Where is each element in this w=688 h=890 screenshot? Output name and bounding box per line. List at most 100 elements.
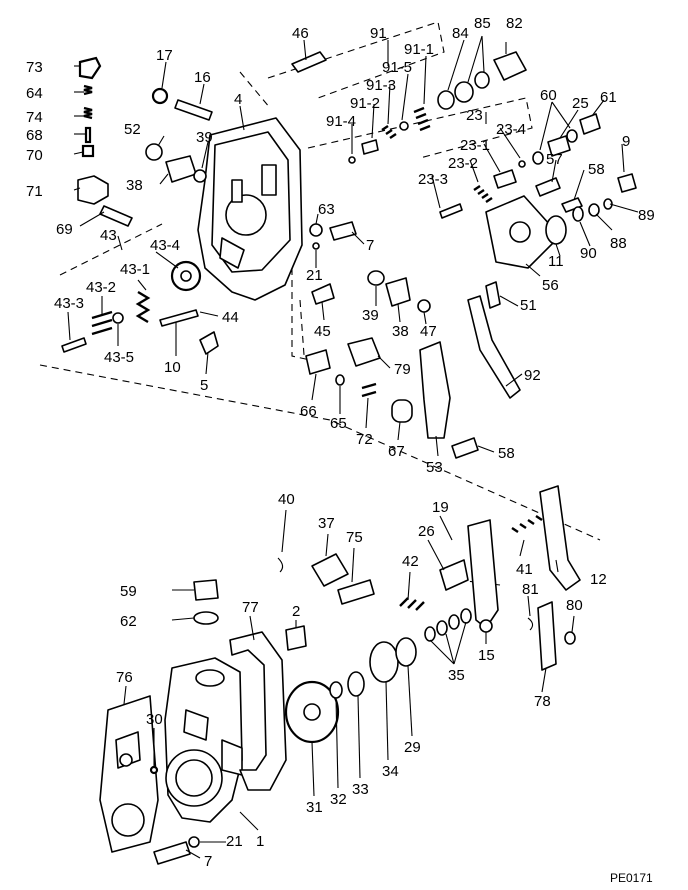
label-89: 89 xyxy=(638,207,655,224)
label-25: 25 xyxy=(572,95,589,112)
drawing-code: PE0171 xyxy=(610,871,653,885)
gasket-76 xyxy=(99,695,159,853)
label-41: 41 xyxy=(516,561,533,578)
label-90: 90 xyxy=(580,245,597,262)
label-52: 52 xyxy=(124,121,141,138)
label-39a: 39 xyxy=(196,129,213,146)
label-26: 26 xyxy=(418,523,435,540)
label-65: 65 xyxy=(330,415,347,432)
label-46: 46 xyxy=(292,25,309,42)
label-92: 92 xyxy=(524,367,541,384)
label-29: 29 xyxy=(404,739,421,756)
label-70: 70 xyxy=(26,147,43,164)
part-labels: 73 64 74 68 70 71 69 17 16 4 52 39 38 46… xyxy=(26,15,655,885)
label-30: 30 xyxy=(146,711,163,728)
label-23-2: 23-2 xyxy=(448,155,478,172)
label-58a: 58 xyxy=(588,161,605,178)
label-33: 33 xyxy=(352,781,369,798)
label-32: 32 xyxy=(330,791,347,808)
label-85: 85 xyxy=(474,15,491,32)
label-91-3: 91-3 xyxy=(366,77,396,94)
gasket-77 xyxy=(229,631,287,791)
label-15: 15 xyxy=(478,647,495,664)
label-91: 91 xyxy=(370,25,387,42)
label-43-5: 43-5 xyxy=(104,349,134,366)
label-35: 35 xyxy=(448,667,465,684)
label-2: 2 xyxy=(292,603,300,620)
label-59: 59 xyxy=(120,583,137,600)
label-91-2: 91-2 xyxy=(350,95,380,112)
label-12: 12 xyxy=(590,571,607,588)
label-60: 60 xyxy=(540,87,557,104)
label-23: 23 xyxy=(466,107,483,124)
label-9: 9 xyxy=(622,133,630,150)
label-56: 56 xyxy=(542,277,559,294)
label-5: 5 xyxy=(200,377,208,394)
label-17: 17 xyxy=(156,47,173,64)
label-38a: 38 xyxy=(126,177,143,194)
label-4: 4 xyxy=(234,91,242,108)
label-51: 51 xyxy=(520,297,537,314)
label-78: 78 xyxy=(534,693,551,710)
label-7b: 7 xyxy=(204,853,212,870)
label-79: 79 xyxy=(394,361,411,378)
label-23-1: 23-1 xyxy=(460,137,490,154)
label-19: 19 xyxy=(432,499,449,516)
label-84: 84 xyxy=(452,25,469,42)
label-45: 45 xyxy=(314,323,331,340)
label-77: 77 xyxy=(242,599,259,616)
label-71: 71 xyxy=(26,183,43,200)
label-39b: 39 xyxy=(362,307,379,324)
label-74: 74 xyxy=(26,109,43,126)
label-43-1: 43-1 xyxy=(120,261,150,278)
label-91-1: 91-1 xyxy=(404,41,434,58)
label-23-3: 23-3 xyxy=(418,171,448,188)
label-58b: 58 xyxy=(498,445,515,462)
label-43-4: 43-4 xyxy=(150,237,180,254)
label-42: 42 xyxy=(402,553,419,570)
label-16: 16 xyxy=(194,69,211,86)
label-68: 68 xyxy=(26,127,43,144)
label-43-2: 43-2 xyxy=(86,279,116,296)
label-21a: 21 xyxy=(306,267,323,284)
label-47: 47 xyxy=(420,323,437,340)
leader-lines xyxy=(67,35,639,859)
label-34: 34 xyxy=(382,763,399,780)
label-75: 75 xyxy=(346,529,363,546)
label-37: 37 xyxy=(318,515,335,532)
label-43-3: 43-3 xyxy=(54,295,84,312)
label-38b: 38 xyxy=(392,323,409,340)
label-76: 76 xyxy=(116,669,133,686)
label-7a: 7 xyxy=(366,237,374,254)
label-1: 1 xyxy=(256,833,264,850)
label-73: 73 xyxy=(26,59,43,76)
label-10: 10 xyxy=(164,359,181,376)
label-62: 62 xyxy=(120,613,137,630)
label-23-4: 23-4 xyxy=(496,121,526,138)
label-11: 11 xyxy=(548,253,564,270)
upper-housing xyxy=(197,117,303,301)
label-91-4: 91-4 xyxy=(326,113,356,130)
label-53: 53 xyxy=(426,459,443,476)
label-61: 61 xyxy=(600,89,617,106)
label-88: 88 xyxy=(610,235,627,252)
label-43: 43 xyxy=(100,227,117,244)
label-63: 63 xyxy=(318,201,335,218)
label-57: 57 xyxy=(546,151,563,168)
label-91-5: 91-5 xyxy=(382,59,412,76)
small-parts xyxy=(61,51,637,459)
label-81: 81 xyxy=(522,581,539,598)
label-64: 64 xyxy=(26,85,43,102)
label-72: 72 xyxy=(356,431,373,448)
lower-housing xyxy=(164,657,243,823)
label-31: 31 xyxy=(306,799,323,816)
lower-assembly xyxy=(149,485,581,865)
label-40: 40 xyxy=(278,491,295,508)
label-82: 82 xyxy=(506,15,523,32)
label-44: 44 xyxy=(222,309,239,326)
label-80: 80 xyxy=(566,597,583,614)
label-21b: 21 xyxy=(226,833,243,850)
label-66: 66 xyxy=(300,403,317,420)
label-69: 69 xyxy=(56,221,73,238)
